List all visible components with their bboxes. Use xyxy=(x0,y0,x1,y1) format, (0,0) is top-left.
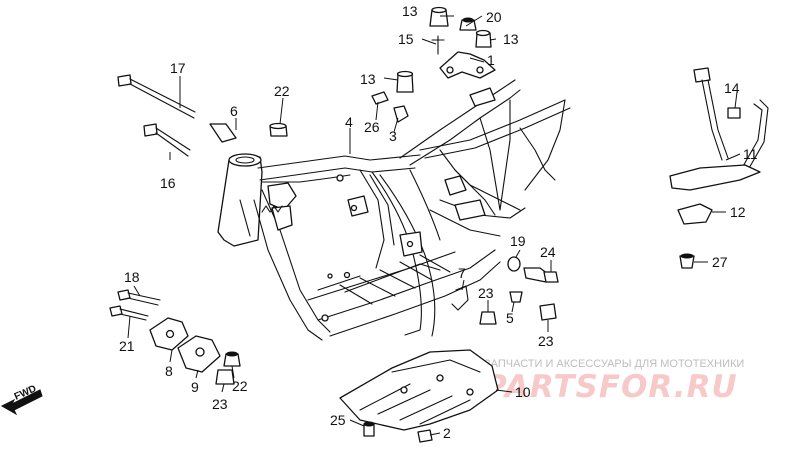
watermark: ЗАПЧАСТИ И АКСЕССУАРЫ ДЛЯ МОТОТЕХНИКИ PA… xyxy=(484,358,744,405)
callout-6: 6 xyxy=(230,103,238,119)
callout-4: 4 xyxy=(345,114,353,130)
leader-lines xyxy=(127,15,741,436)
callout-24: 24 xyxy=(540,244,556,260)
callout-25: 25 xyxy=(330,412,346,428)
callout-17: 17 xyxy=(170,60,186,76)
long-bolts xyxy=(117,74,288,157)
callout-22-bottom: 22 xyxy=(232,378,248,394)
engine-mounts xyxy=(109,289,241,385)
callout-9: 9 xyxy=(191,379,199,395)
callout-10: 10 xyxy=(515,384,531,400)
middle-parts xyxy=(451,256,559,325)
callout-23-bottom: 23 xyxy=(212,396,228,412)
forward-arrow-icon xyxy=(0,389,43,416)
callout-3: 3 xyxy=(389,128,397,144)
callout-5: 5 xyxy=(506,310,514,326)
callout-14: 14 xyxy=(724,80,740,96)
callout-16: 16 xyxy=(160,175,176,191)
top-small-parts xyxy=(371,6,496,123)
watermark-brand: PARTSFOR.RU xyxy=(484,369,738,405)
callout-8: 8 xyxy=(165,363,173,379)
callout-22: 22 xyxy=(274,83,290,99)
callout-21: 21 xyxy=(119,338,135,354)
callout-2: 2 xyxy=(443,425,451,441)
forward-direction-indicator: FWD xyxy=(0,383,43,416)
callout-13-right: 13 xyxy=(503,31,519,47)
callout-20: 20 xyxy=(486,9,502,25)
callout-13-mid: 13 xyxy=(360,71,376,87)
callout-1: 1 xyxy=(487,52,495,68)
callout-11: 11 xyxy=(743,146,758,162)
callout-18: 18 xyxy=(124,269,140,285)
callout-13-top: 13 xyxy=(402,3,418,19)
callout-15: 15 xyxy=(398,31,414,47)
callout-23-mid: 23 xyxy=(478,285,494,301)
main-frame xyxy=(217,79,571,341)
callout-19: 19 xyxy=(510,233,526,249)
callout-27: 27 xyxy=(712,254,728,270)
callout-labels: 17 6 22 4 16 13 20 15 13 1 13 26 3 14 11… xyxy=(119,3,758,441)
callout-26: 26 xyxy=(364,119,380,135)
callout-7: 7 xyxy=(458,265,466,281)
skid-plate xyxy=(339,349,499,443)
callout-23-right: 23 xyxy=(538,333,554,349)
side-stand-parts xyxy=(669,67,769,269)
watermark-tagline: ЗАПЧАСТИ И АКСЕССУАРЫ ДЛЯ МОТОТЕХНИКИ xyxy=(484,358,744,370)
callout-12: 12 xyxy=(730,204,746,220)
